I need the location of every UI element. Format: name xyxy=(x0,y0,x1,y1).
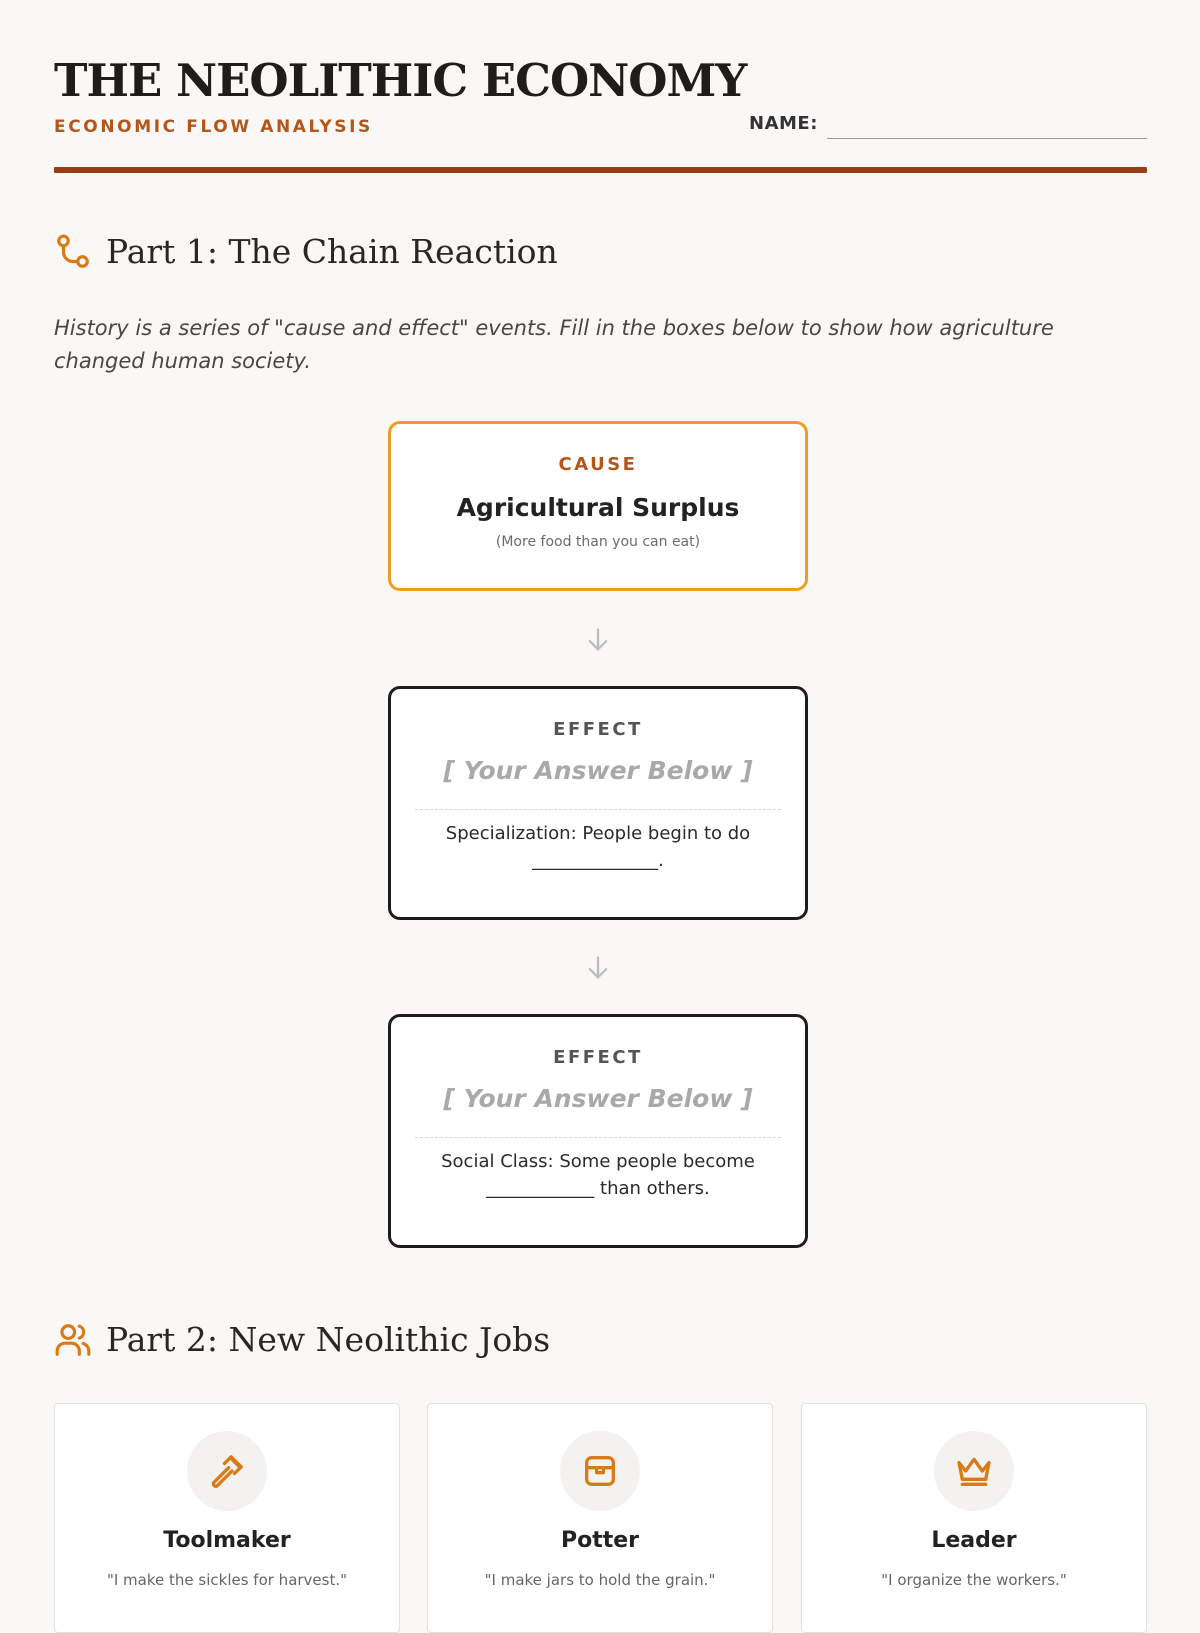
page-title: THE NEOLITHIC ECONOMY xyxy=(54,54,747,107)
dashed-divider xyxy=(415,809,781,810)
name-input[interactable] xyxy=(827,138,1147,139)
effect-box-1[interactable]: EFFECT [ Your Answer Below ] Specializat… xyxy=(388,686,808,920)
cause-box: CAUSE Agricultural Surplus (More food th… xyxy=(388,421,808,591)
part2-heading: Part 2: New Neolithic Jobs xyxy=(54,1320,550,1359)
page-subtitle: ECONOMIC FLOW ANALYSIS xyxy=(54,117,373,137)
cause-title: Agricultural Surplus xyxy=(456,493,740,522)
crown-icon xyxy=(957,1457,991,1486)
job-title: Leader xyxy=(931,1528,1017,1553)
effect-kicker: EFFECT xyxy=(553,1047,643,1068)
job-icon-badge xyxy=(187,1431,267,1511)
name-label: NAME: xyxy=(749,113,818,134)
job-card-leader: Leader "I organize the workers." xyxy=(801,1403,1147,1633)
job-quote: "I organize the workers." xyxy=(881,1571,1067,1589)
job-quote: "I make the sickles for harvest." xyxy=(106,1571,348,1589)
job-title: Toolmaker xyxy=(163,1528,291,1553)
part1-intro: History is a series of "cause and effect… xyxy=(54,316,1054,373)
effect-kicker: EFFECT xyxy=(553,719,643,740)
part2-title: Part 2: New Neolithic Jobs xyxy=(106,1320,551,1359)
worksheet-page: THE NEOLITHIC ECONOMY ECONOMIC FLOW ANAL… xyxy=(54,0,1147,1633)
effect-box-2[interactable]: EFFECT [ Your Answer Below ] Social Clas… xyxy=(388,1014,808,1248)
jar-icon xyxy=(585,1456,615,1486)
arrow-down-icon xyxy=(588,628,608,651)
cause-subtitle: (More food than you can eat) xyxy=(495,534,701,550)
job-icon-badge xyxy=(934,1431,1014,1511)
job-quote: "I make jars to hold the grain." xyxy=(484,1571,716,1589)
header-divider xyxy=(54,167,1147,173)
hammer-icon xyxy=(211,1455,243,1488)
effect-prompt: Specialization: People begin to do _____… xyxy=(445,823,751,871)
arrow-down-icon xyxy=(588,956,608,979)
answer-placeholder[interactable]: [ Your Answer Below ] xyxy=(443,756,753,785)
cause-kicker: CAUSE xyxy=(558,454,638,475)
job-card-toolmaker: Toolmaker "I make the sickles for harves… xyxy=(54,1403,400,1633)
part1-title: Part 1: The Chain Reaction xyxy=(106,232,558,271)
route-icon xyxy=(57,234,89,268)
worksheet-header: THE NEOLITHIC ECONOMY ECONOMIC FLOW ANAL… xyxy=(54,0,1147,175)
answer-placeholder[interactable]: [ Your Answer Below ] xyxy=(443,1084,753,1113)
users-icon xyxy=(55,1323,91,1356)
job-card-potter: Potter "I make jars to hold the grain." xyxy=(427,1403,773,1633)
effect-prompt: Social Class: Some people become _______… xyxy=(441,1151,755,1199)
part1-heading: Part 1: The Chain Reaction xyxy=(54,232,558,271)
job-title: Potter xyxy=(560,1528,640,1553)
job-icon-badge xyxy=(560,1431,640,1511)
dashed-divider xyxy=(415,1137,781,1138)
